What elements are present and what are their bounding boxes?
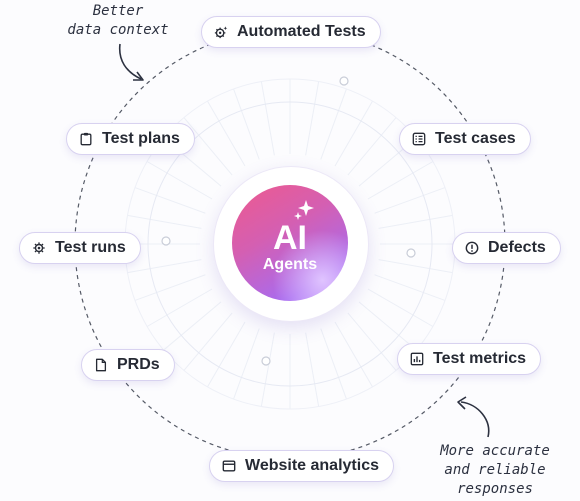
bottom-arrow-head — [457, 396, 467, 410]
ray-line — [367, 288, 434, 327]
node-label: Test metrics — [433, 350, 527, 367]
clipboard-icon — [79, 132, 93, 146]
orbit-dot — [161, 236, 171, 246]
ray-line — [127, 259, 202, 274]
ray-line — [378, 214, 453, 229]
top-arrow-curve — [118, 43, 142, 80]
ray-line — [233, 88, 260, 160]
bar-chart-icon — [410, 352, 424, 366]
note-line: data context — [67, 22, 169, 38]
ray-line — [183, 312, 233, 371]
ray-line — [347, 117, 397, 176]
node-prds[interactable]: PRDs — [81, 349, 175, 381]
note-better-data-context: Better data context — [58, 2, 178, 40]
ray-line — [305, 81, 320, 156]
ray-line — [233, 328, 260, 400]
ray-line — [260, 332, 275, 407]
ray-line — [163, 301, 222, 351]
note-line: More accurate — [440, 443, 550, 459]
ray-line — [127, 214, 202, 229]
orbit-dot — [406, 248, 416, 258]
node-label: Defects — [488, 239, 546, 256]
ray-line — [305, 332, 320, 407]
node-label: Automated Tests — [237, 23, 366, 40]
checklist-icon — [412, 132, 426, 146]
note-line: responses — [457, 481, 533, 497]
robot-gear-icon — [214, 25, 228, 39]
ray-line — [134, 187, 206, 214]
ray-line — [207, 100, 246, 167]
ray-line — [207, 321, 246, 388]
node-label: PRDs — [117, 356, 160, 373]
note-line: and reliable — [444, 462, 546, 478]
ray-line — [146, 161, 213, 200]
gear-icon — [32, 241, 46, 255]
ray-line — [347, 312, 397, 371]
node-website-analytics[interactable]: Website analytics — [209, 450, 394, 482]
note-line: Better — [92, 3, 144, 19]
ray-line — [374, 274, 446, 301]
node-test-cases[interactable]: Test cases — [399, 123, 531, 155]
sparkles-icon — [294, 200, 314, 220]
node-label: Test runs — [55, 239, 126, 256]
node-label: Test cases — [435, 130, 516, 147]
ray-line — [374, 187, 446, 214]
node-test-metrics[interactable]: Test metrics — [397, 343, 542, 375]
bottom-arrow-curve — [460, 401, 490, 438]
top-arrow-head — [133, 71, 144, 81]
ray-line — [334, 321, 373, 388]
orbit-dot — [339, 76, 349, 86]
orbit-dot — [261, 356, 271, 366]
ray-line — [320, 328, 347, 400]
hub-subtitle: Agents — [262, 256, 318, 273]
node-defects[interactable]: Defects — [452, 232, 561, 264]
inner-guide-circle — [147, 101, 433, 387]
ray-line — [183, 117, 233, 176]
hub-title: AI — [273, 219, 307, 257]
node-label: Website analytics — [245, 457, 379, 474]
note-more-accurate: More accurate and reliable responses — [432, 442, 558, 499]
node-automated-tests[interactable]: Automated Tests — [201, 16, 381, 48]
ray-line — [320, 88, 347, 160]
ray-line — [334, 100, 373, 167]
node-test-plans[interactable]: Test plans — [66, 123, 195, 155]
alert-circle-icon — [465, 241, 479, 255]
ray-line — [378, 259, 453, 274]
ray-line — [367, 161, 434, 200]
node-test-runs[interactable]: Test runs — [19, 232, 141, 264]
document-icon — [94, 358, 108, 372]
ray-line — [146, 288, 213, 327]
ray-line — [134, 274, 206, 301]
node-label: Test plans — [102, 130, 180, 147]
browser-window-icon — [222, 459, 236, 473]
ray-line — [358, 301, 417, 351]
ai-agents-hub: AI Agents — [232, 185, 348, 301]
ray-line — [260, 81, 275, 156]
